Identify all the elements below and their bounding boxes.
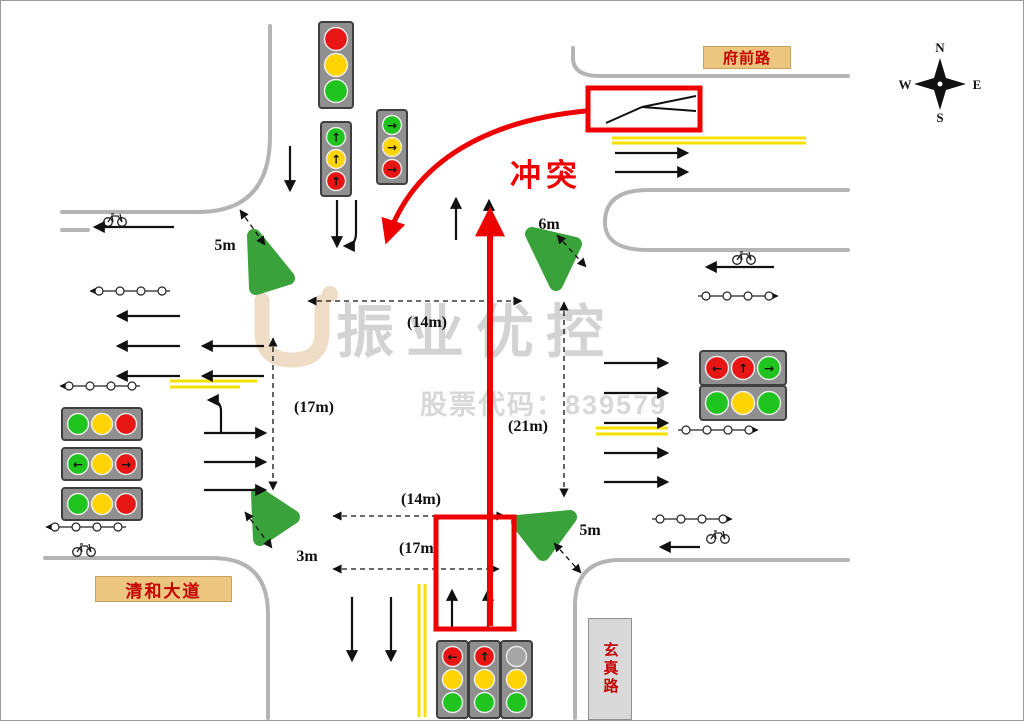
svg-text:↑: ↑	[738, 362, 748, 376]
bicycle-icon	[706, 530, 730, 544]
conflict-label: 冲突	[510, 158, 582, 193]
compass-center	[937, 81, 943, 87]
red-highlight-box-bottom	[433, 514, 517, 632]
road-label-qinghe-avenue: 清和大道	[95, 576, 232, 602]
bicycle-icon	[732, 251, 756, 265]
svg-text:→: →	[387, 141, 397, 155]
dimension-ne-island: 6m	[538, 216, 560, 233]
dimension-north-span: (14m)	[407, 314, 447, 331]
island-northeast	[525, 227, 582, 291]
traffic-signal-north-main	[318, 21, 354, 109]
svg-text:←: ←	[73, 458, 83, 472]
compass-south-label: S	[936, 110, 943, 125]
traffic-signal-west-upper	[61, 407, 143, 441]
svg-text:←: ←	[447, 650, 457, 664]
dimension-south-outer-span: (17m)	[399, 540, 439, 557]
traffic-signal-west-lower	[61, 487, 143, 521]
traffic-signal-north-arrow-right: → → →	[376, 109, 408, 185]
svg-text:→: →	[121, 458, 131, 472]
svg-text:←: ←	[712, 362, 722, 376]
lane-arrows-east-road	[604, 146, 774, 554]
traffic-signal-west-middle: ←→	[61, 447, 143, 481]
road-label-xuanzhen-road: 玄真路	[588, 618, 632, 720]
watermark-stock-code: 股票代码：839579	[420, 390, 667, 420]
island-northwest	[247, 229, 295, 295]
yellow-lane-lines	[170, 136, 806, 717]
lane-arrows-west-road	[92, 220, 268, 497]
svg-text:↑: ↑	[479, 650, 489, 664]
traffic-signal-south-center: ↑	[468, 640, 501, 719]
traffic-signal-east-upper: ← ↑ →	[699, 350, 787, 386]
dimension-sw-island: 3m	[296, 548, 318, 565]
dimension-south-inner-span: (14m)	[401, 491, 441, 508]
road-fork-icon	[605, 95, 697, 124]
compass: N S W E	[899, 40, 982, 125]
bicycle-icon	[72, 543, 96, 557]
road-label-fuqian-road: 府前路	[703, 46, 791, 69]
compass-north-label: N	[935, 40, 945, 55]
svg-text:→: →	[764, 362, 774, 376]
svg-text:↑: ↑	[331, 131, 341, 145]
bicycle-icon	[103, 213, 127, 227]
svg-text:→: →	[387, 163, 397, 177]
dimension-se-island: 5m	[579, 522, 601, 539]
watermark-brand: 振业优控	[336, 300, 616, 365]
road-edges	[43, 24, 850, 720]
svg-text:→: →	[387, 119, 397, 133]
dimension-west-span: (17m)	[294, 399, 334, 416]
svg-text:↑: ↑	[331, 175, 341, 189]
traffic-signal-south-right	[500, 640, 533, 719]
dimension-annotations: (14m) (17m) (21m) (14m) (17m) 5m 6m 3m 5…	[214, 209, 601, 574]
traffic-signal-east-lower	[699, 385, 787, 421]
traffic-signal-north-arrow-left: ↑ ↑ ↑	[320, 121, 352, 197]
compass-west-label: W	[899, 77, 912, 92]
compass-east-label: E	[973, 77, 982, 92]
dimension-nw-island: 5m	[214, 237, 236, 254]
dimension-east-span: (21m)	[508, 418, 548, 435]
red-conflict-curve-arrow	[381, 108, 587, 245]
traffic-signal-south-left: ←	[436, 640, 469, 719]
island-southeast	[511, 510, 577, 561]
watermark: 振业优控 股票代码：839579	[254, 286, 667, 420]
island-southwest	[251, 487, 300, 546]
conflict-overlay	[381, 85, 703, 632]
red-highlight-box-top	[585, 85, 703, 133]
svg-text:↑: ↑	[331, 153, 341, 167]
